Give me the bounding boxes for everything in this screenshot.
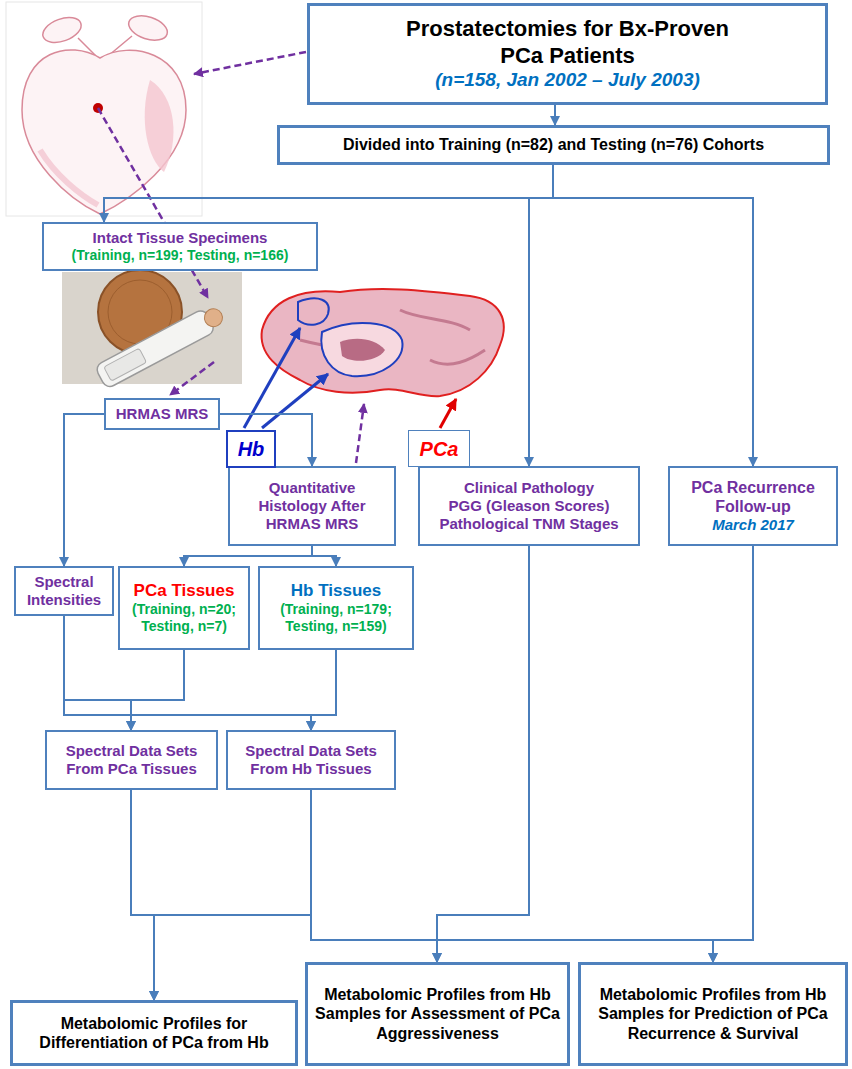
prostate-outline (22, 50, 186, 214)
result-box: Metabolomic Profiles from Hb Samples for… (305, 962, 570, 1066)
seminal-vesicle (39, 13, 84, 47)
box-heading: Metabolomic Profiles from Hb Samples for… (585, 985, 841, 1043)
box-heading: Hb Tissues (291, 581, 381, 601)
connector (184, 546, 312, 566)
cohort-box: Prostatectomies for Bx-Proven PCa Patien… (307, 3, 828, 105)
box-heading: PCa (420, 437, 459, 461)
box-heading: PCa Recurrence Follow-up (678, 478, 828, 516)
connector (131, 650, 184, 730)
rotor-tube (94, 308, 216, 389)
seminal-vesicle (126, 11, 171, 44)
box-heading: Spectral Data Sets From Hb Tissues (232, 742, 390, 778)
region-label: PCa (408, 430, 470, 467)
prostate-sketch (6, 2, 202, 216)
leader-arrow (440, 399, 456, 428)
connector (104, 165, 553, 222)
tumor-shading (145, 80, 174, 172)
box-heading: Prostatectomies for Bx-Proven PCa Patien… (403, 16, 733, 69)
box-heading: Divided into Training (n=82) and Testing… (343, 135, 764, 154)
connector (713, 546, 753, 962)
region-label: Hb (226, 430, 276, 468)
tissue-sample (201, 306, 225, 330)
box-text: PGG (Gleason Scores) (449, 497, 610, 515)
box-heading: Hb (238, 437, 265, 461)
rotor-cap (104, 348, 147, 381)
result-box: Metabolomic Profiles for Differentiation… (10, 1000, 298, 1066)
connector (437, 546, 529, 962)
tissue-section (262, 289, 504, 396)
box-heading: Metabolomic Profiles from Hb Samples for… (312, 985, 563, 1043)
data-box: Spectral Data Sets From Hb Tissues (226, 730, 396, 790)
gland-lumen (340, 339, 385, 361)
benign-region-outline (321, 323, 402, 376)
connector (131, 790, 154, 1000)
benign-region-outline (298, 298, 329, 324)
box-text: (Training, n=179; Testing, n=159) (266, 601, 406, 635)
dashed-pointer (356, 404, 364, 463)
box-heading: Clinical Pathology (464, 479, 594, 497)
box-text: March 2017 (712, 516, 794, 534)
box-heading: Intact Tissue Specimens (93, 229, 268, 247)
box-heading: HRMAS MRS (116, 405, 209, 423)
process-box: Divided into Training (n=82) and Testing… (277, 125, 830, 165)
connector (529, 165, 553, 466)
box-text: (Training, n=20; Testing, n=7) (124, 601, 244, 635)
box-heading: Spectral Data Sets From PCa Tissues (52, 742, 212, 778)
data-box: Hb Tissues(Training, n=179; Testing, n=1… (258, 566, 414, 650)
specimen-photo (62, 270, 242, 389)
connector (311, 790, 437, 962)
connector (312, 546, 336, 566)
connector (311, 790, 713, 962)
connector (64, 414, 104, 566)
dashed-pointer (170, 362, 214, 395)
process-box: PCa Recurrence Follow-upMarch 2017 (668, 466, 838, 546)
connector (154, 790, 311, 1000)
box-heading: Spectral Intensities (20, 573, 108, 609)
box-text: (n=158, Jan 2002 – July 2003) (435, 69, 700, 92)
box-heading: Metabolomic Profiles for Differentiation… (17, 1014, 291, 1052)
box-heading: Quantitative Histology After HRMAS MRS (237, 479, 387, 533)
sketch-paper (6, 2, 202, 216)
process-box: HRMAS MRS (104, 398, 220, 430)
data-box: Spectral Intensities (14, 566, 114, 616)
data-box: PCa Tissues(Training, n=20; Testing, n=7… (118, 566, 250, 650)
box-heading: PCa Tissues (134, 581, 235, 601)
leader-arrow (262, 374, 328, 428)
connector (554, 105, 556, 125)
process-box: Clinical PathologyPGG (Gleason Scores)Pa… (418, 466, 640, 546)
result-box: Metabolomic Profiles from Hb Samples for… (578, 962, 848, 1066)
data-box: Spectral Data Sets From PCa Tissues (45, 730, 218, 790)
connector (311, 650, 336, 730)
process-box: Quantitative Histology After HRMAS MRS (228, 466, 396, 546)
connector (553, 165, 753, 466)
process-box: Intact Tissue Specimens(Training, n=199;… (42, 222, 318, 271)
box-text: (Training, n=199; Testing, n=166) (72, 247, 289, 264)
dashed-pointer (194, 52, 306, 74)
tumor-shading (40, 150, 98, 205)
box-text: Pathological TNM Stages (439, 515, 618, 533)
